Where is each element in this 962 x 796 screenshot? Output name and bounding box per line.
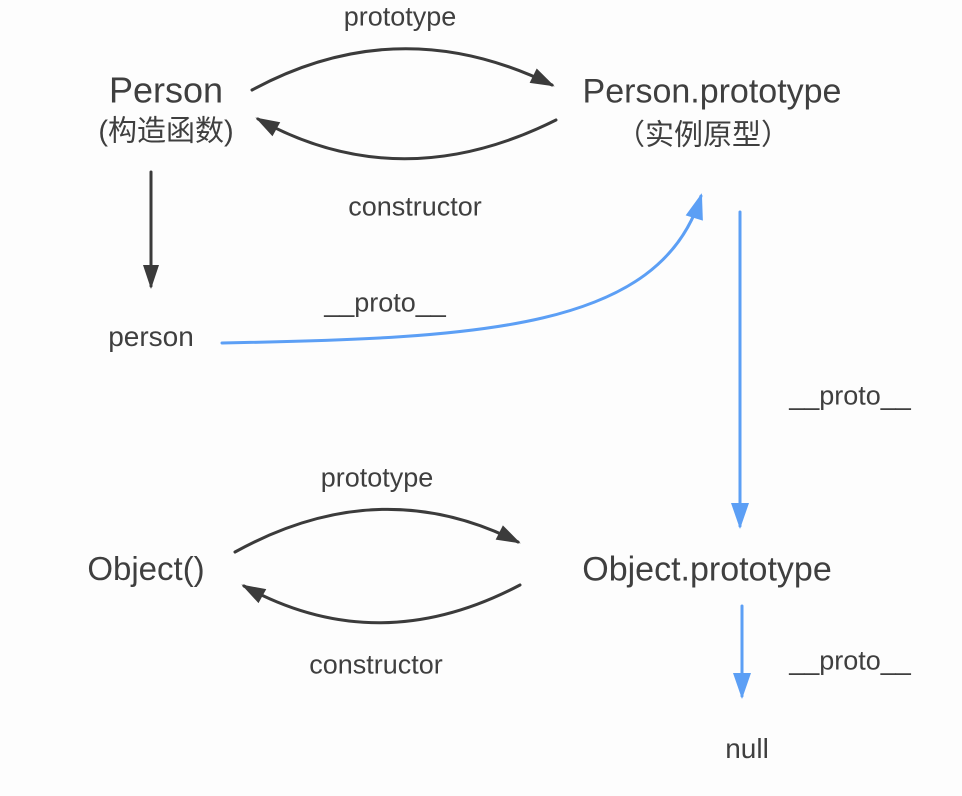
node-person-constructor-sublabel: (构造函数): [98, 115, 234, 148]
node-null: null: [725, 732, 769, 764]
node-object-constructor: Object(): [87, 550, 205, 588]
label-constructor-bottom: constructor: [309, 649, 443, 680]
edge-person-constructor-arrow: [255, 117, 558, 161]
label-constructor-top: constructor: [348, 191, 482, 222]
node-person-prototype-sublabel: （实例原型）: [615, 119, 791, 152]
edge-instance-proto-arrow: [220, 193, 703, 345]
node-object-prototype: Object.prototype: [582, 550, 832, 589]
label-proto-instance: __proto__: [324, 287, 446, 318]
node-person-instance: person: [108, 320, 194, 352]
label-prototype-top: prototype: [343, 1, 457, 32]
node-person-prototype: Person.prototype: [582, 72, 842, 111]
edge-object-constructor-arrow: [241, 583, 522, 625]
label-proto-null: __proto__: [789, 645, 911, 676]
label-proto-chain: __proto__: [789, 380, 911, 411]
edge-person-prototype-arrow: [250, 47, 555, 92]
edge-object-prototype-arrow: [233, 507, 521, 554]
node-person-constructor: Person: [108, 69, 224, 111]
label-prototype-bottom: prototype: [320, 462, 434, 493]
